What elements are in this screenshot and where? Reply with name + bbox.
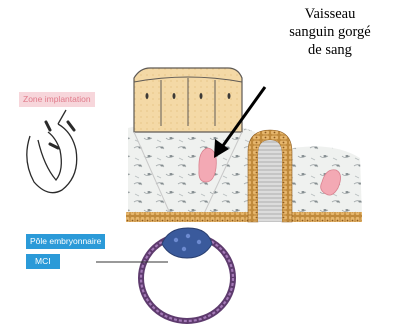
mci-label: MCI xyxy=(26,254,60,269)
annotation-line-1: Vaisseau xyxy=(264,5,396,23)
endometrium-stroma xyxy=(128,120,362,215)
pole-embryonnaire-label: Pôle embryonnaire xyxy=(26,234,105,249)
inner-cell-mass xyxy=(162,228,212,258)
annotation-line-2: sanguin gorgé xyxy=(264,23,396,41)
uterine-gland-fold xyxy=(248,130,292,222)
zone-implantation-label: Zone implantation xyxy=(19,92,95,107)
uterine-epithelium xyxy=(126,212,362,222)
epithelium-zoom-box xyxy=(134,68,242,132)
blood-vessel xyxy=(199,148,216,182)
blood-vessel-annotation: Vaisseau sanguin gorgé de sang xyxy=(264,5,396,59)
annotation-line-3: de sang xyxy=(264,41,396,59)
